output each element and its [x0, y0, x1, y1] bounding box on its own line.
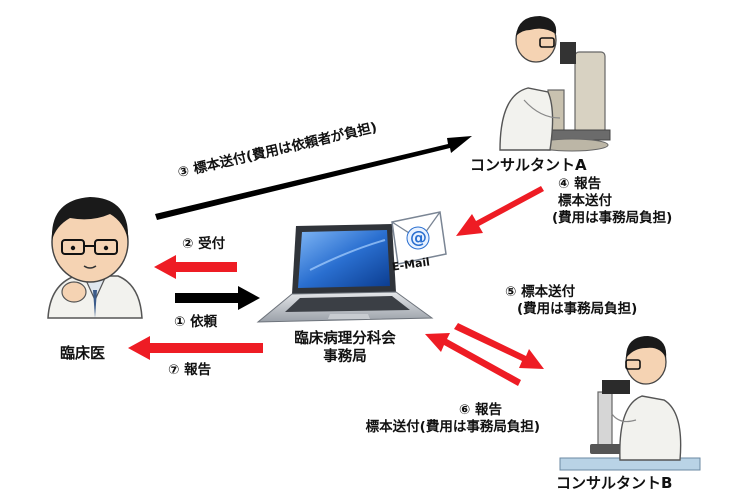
email-envelope-icon [391, 211, 447, 265]
step4-line2: 標本送付 [558, 192, 612, 209]
consultant-a-label: コンサルタントA [470, 156, 587, 174]
doctor-illustration [47, 197, 143, 319]
step4-line1: ④ 報告 [558, 176, 602, 192]
arrow-step5-red [454, 323, 544, 369]
doctor-label: 臨床医 [60, 344, 106, 362]
step7-label: ⑦ 報告 [168, 362, 212, 378]
step1-label: ① 依頼 [174, 314, 218, 330]
laptop-illustration [256, 224, 434, 323]
step6-line2: 標本送付(費用は事務局負担) [365, 418, 540, 435]
consultant-b-illustration [559, 336, 701, 471]
consultant-a-illustration [499, 16, 611, 152]
arrow-step1-black [175, 286, 260, 310]
step4-label: ④ 報告 標本送付 (費用は事務局負担) [552, 176, 672, 227]
office-label: 臨床病理分科会 事務局 [275, 330, 415, 366]
arrow-step7-red [128, 336, 263, 360]
arrow-step6-red [425, 333, 521, 386]
arrow-step4-red [456, 186, 544, 236]
step2-label: ② 受付 [182, 236, 226, 252]
step6-label: ⑥ 報告 標本送付(費用は事務局負担) [348, 402, 540, 436]
step5-label: ⑤ 標本送付 (費用は事務局負担) [505, 284, 637, 318]
email-at-sign: @ [410, 228, 427, 248]
consultant-b-label: コンサルタントB [556, 474, 673, 492]
step6-line1: ⑥ 報告 [458, 402, 502, 418]
office-label-line2: 事務局 [323, 349, 367, 366]
office-label-line1: 臨床病理分科会 [294, 331, 396, 347]
step5-line2: (費用は事務局負担) [517, 300, 638, 317]
arrow-step3-black [155, 136, 472, 220]
step5-line1: ⑤ 標本送付 [505, 284, 576, 300]
step4-line3: (費用は事務局負担) [552, 209, 673, 226]
arrow-step2-red [154, 255, 237, 279]
